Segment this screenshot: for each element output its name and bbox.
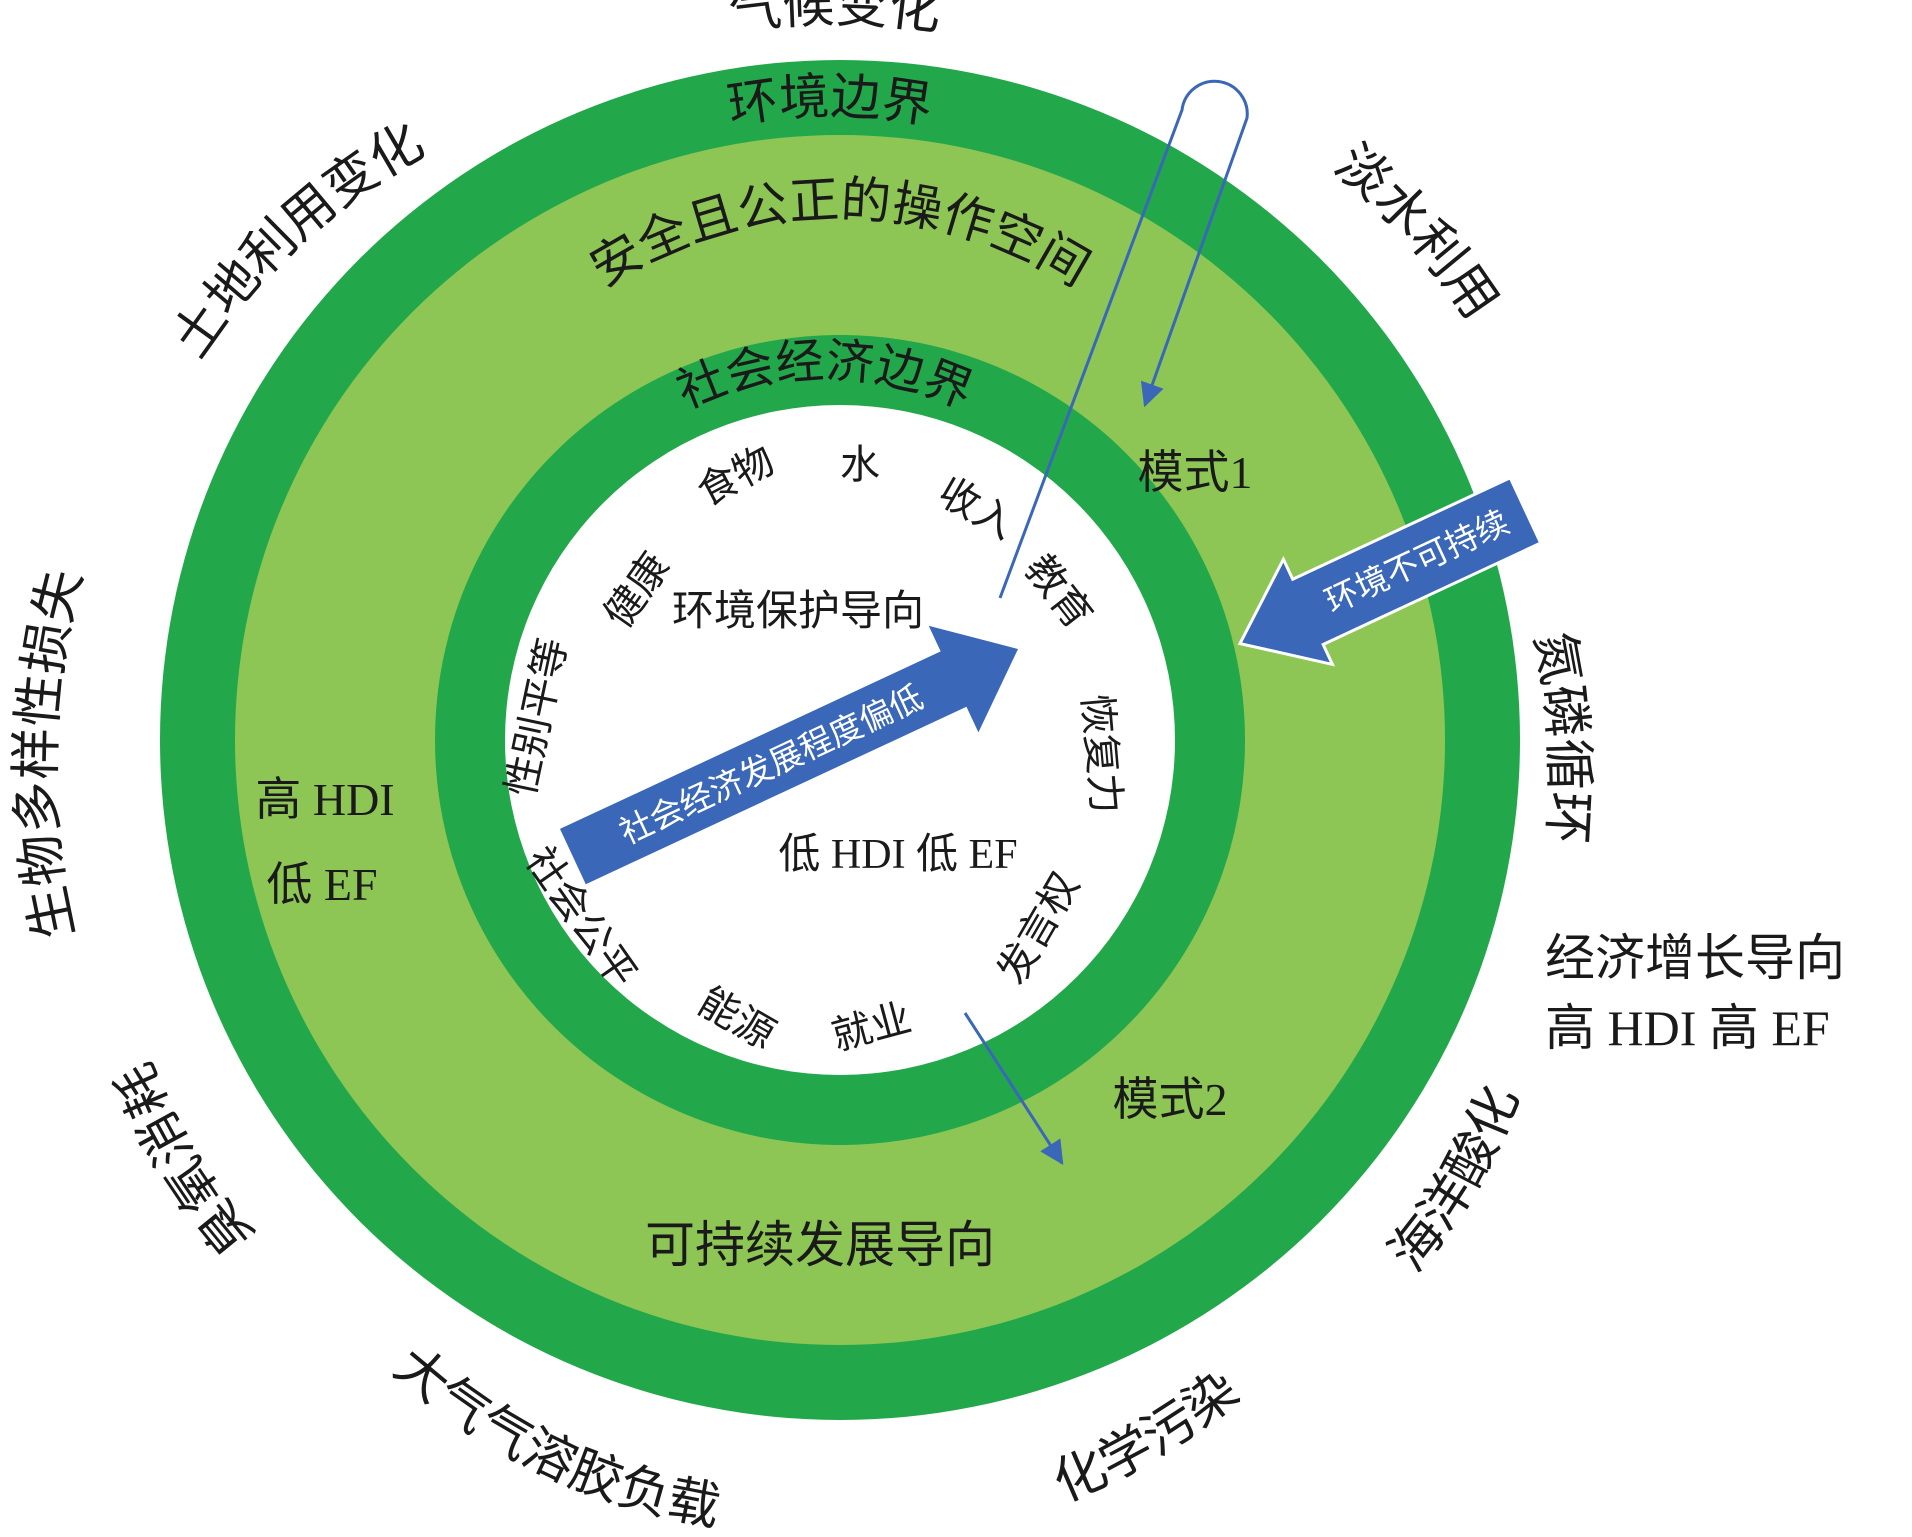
- label-high-hdi-high-ef: 高 HDI 高 EF: [1545, 1000, 1830, 1056]
- label-low-ef: 低 EF: [266, 859, 377, 910]
- label-water: 水: [840, 442, 880, 487]
- label-low-hdi-low-ef: 低 HDI 低 EF: [778, 832, 1017, 878]
- label-economic-growth-orientation: 经济增长导向: [1545, 930, 1845, 986]
- label-mode2: 模式2: [1113, 1074, 1228, 1125]
- label-ozone-depletion: 臭氧消耗: [107, 1055, 265, 1265]
- label-high-hdi: 高 HDI: [255, 774, 394, 825]
- label-biodiversity-loss: 生物多样性损失: [9, 564, 93, 944]
- label-chemical-pollution: 化学污染: [1046, 1361, 1250, 1513]
- label-env-protection-orientation: 环境保护导向: [672, 588, 924, 635]
- mode2-path-arrow: [963, 1012, 1064, 1166]
- label-resilience: 恢复力: [1074, 692, 1129, 815]
- label-climate-change: 气候变化: [726, 0, 944, 42]
- mode1-path-arrow: [998, 79, 1249, 599]
- label-nitrogen-phosphorus-cycle: 氮磷循环: [1524, 628, 1597, 846]
- label-sustainable-orientation: 可持续发展导向: [645, 1217, 995, 1273]
- label-mode1: 模式1: [1138, 447, 1253, 498]
